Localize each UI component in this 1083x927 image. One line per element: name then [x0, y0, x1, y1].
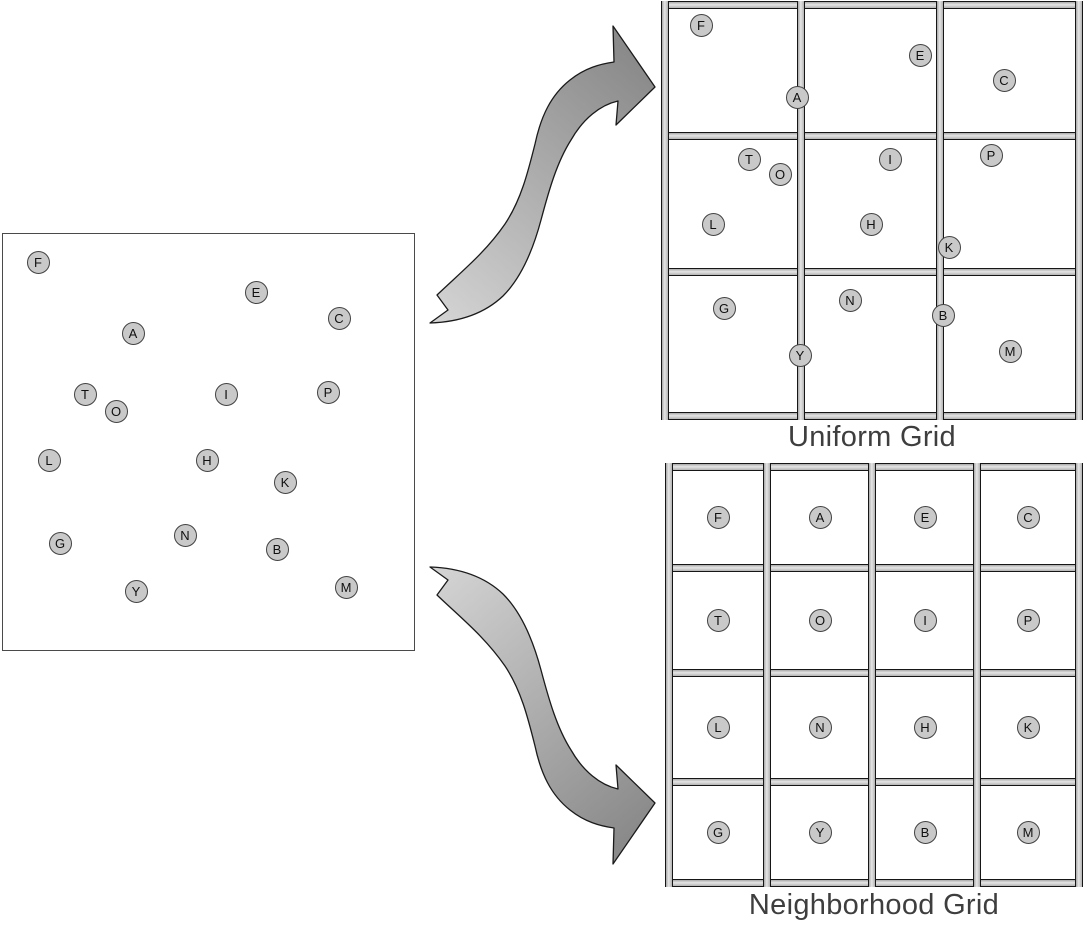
point-T: T [737, 147, 761, 171]
point-E: E [244, 280, 268, 304]
neighborhood-grid-label: Neighborhood Grid [748, 889, 1000, 921]
point-N: N [808, 715, 832, 739]
grid-line-horizontal [661, 412, 1083, 420]
point-H: H [913, 715, 937, 739]
point-F: F [26, 250, 50, 274]
point-T: T [706, 608, 730, 632]
point-M: M [998, 339, 1022, 363]
curved-arrow-to-neighborhood-grid-icon [429, 566, 656, 865]
grid-line-vertical [797, 1, 805, 420]
point-B: B [265, 537, 289, 561]
point-C: C [1016, 505, 1040, 529]
point-C: C [992, 68, 1016, 92]
point-Y: Y [124, 579, 148, 603]
grid-line-vertical [973, 463, 981, 887]
point-P: P [316, 380, 340, 404]
point-H: H [859, 212, 883, 236]
point-F: F [706, 505, 730, 529]
point-N: N [173, 523, 197, 547]
point-L: L [701, 212, 725, 236]
point-O: O [768, 162, 792, 186]
point-P: P [1016, 608, 1040, 632]
point-B: B [931, 303, 955, 327]
point-F: F [689, 13, 713, 37]
grid-line-horizontal [661, 132, 1083, 140]
point-K: K [273, 470, 297, 494]
point-E: E [908, 43, 932, 67]
point-Y: Y [788, 343, 812, 367]
point-L: L [37, 448, 61, 472]
point-K: K [1016, 715, 1040, 739]
grid-line-vertical [868, 463, 876, 887]
point-I: I [214, 382, 238, 406]
grid-line-vertical [661, 1, 669, 420]
grid-line-vertical [665, 463, 673, 887]
point-I: I [913, 608, 937, 632]
point-O: O [104, 399, 128, 423]
point-N: N [838, 288, 862, 312]
point-G: G [706, 820, 730, 844]
grid-line-vertical [936, 1, 944, 420]
point-M: M [1016, 820, 1040, 844]
point-A: A [808, 505, 832, 529]
point-L: L [706, 715, 730, 739]
point-G: G [712, 296, 736, 320]
grid-line-vertical [763, 463, 771, 887]
curved-arrow-body [429, 566, 656, 865]
grid-line-horizontal [661, 268, 1083, 276]
point-K: K [937, 235, 961, 259]
uniform-grid-label: Uniform Grid [788, 421, 956, 453]
grid-line-vertical [1075, 463, 1083, 887]
point-A: A [785, 85, 809, 109]
point-M: M [334, 575, 358, 599]
point-Y: Y [808, 820, 832, 844]
grid-line-vertical [1075, 1, 1083, 420]
point-T: T [73, 382, 97, 406]
curved-arrow-to-uniform-grid-icon [429, 25, 656, 324]
curved-arrow-body [429, 25, 656, 324]
neighborhood-grid: F A E C T O I P L N H K G Y B M [665, 463, 1083, 887]
point-H: H [195, 448, 219, 472]
point-B: B [913, 820, 937, 844]
point-O: O [808, 608, 832, 632]
grid-line-horizontal [661, 1, 1083, 9]
point-I: I [878, 147, 902, 171]
point-P: P [979, 143, 1003, 167]
point-G: G [48, 531, 72, 555]
point-A: A [121, 321, 145, 345]
point-C: C [327, 306, 351, 330]
point-E: E [913, 505, 937, 529]
